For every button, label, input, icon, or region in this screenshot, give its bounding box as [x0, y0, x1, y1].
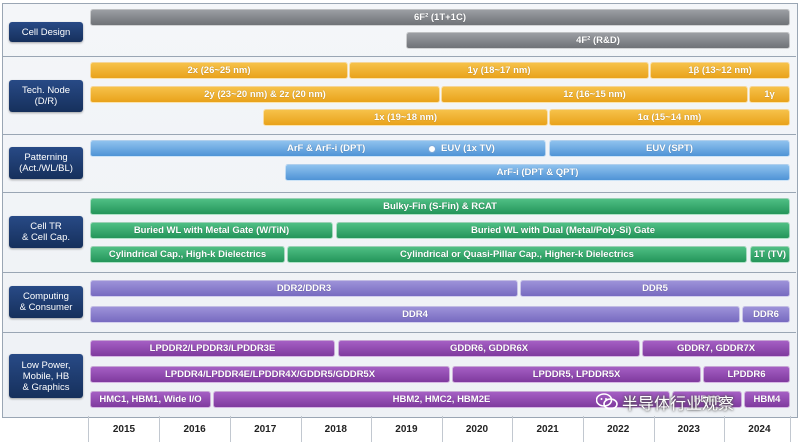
category-patterning: Patterning (Act./WL/BL) — [9, 147, 83, 179]
bar-node-2x: 2x (26~25 nm) — [90, 62, 348, 79]
category-cell-design: Cell Design — [9, 22, 83, 42]
bar-node-1beta: 1β (13~12 nm) — [650, 62, 790, 79]
row-separator — [2, 332, 796, 333]
euv-marker-dot — [428, 145, 436, 153]
bar-ddr5: DDR5 — [520, 280, 790, 297]
year-label-2021: 2021 — [536, 424, 559, 435]
year-divider — [582, 416, 584, 442]
bar-lpddr5: LPDDR5, LPDDR5X — [452, 366, 701, 383]
watermark-text: 半导体行业观察 — [622, 396, 735, 413]
bar-node-1gamma: 1γ — [749, 86, 790, 103]
year-label-2020: 2020 — [465, 424, 489, 435]
bar-node-1y: 1y (18~17 nm) — [349, 62, 649, 79]
axis-divider — [88, 416, 89, 442]
bar-ddr2-ddr3: DDR2/DDR3 — [90, 280, 518, 297]
bar-gddr7: GDDR7, GDDR7X — [642, 340, 790, 357]
year-label-2018: 2018 — [324, 424, 347, 435]
category-computing: Computing & Consumer — [9, 286, 83, 318]
bar-hbm2-group: HBM2, HMC2, HBM2E — [213, 391, 670, 408]
bar-lpddr4-group: LPDDR4/LPDDR4E/LPDDR4X/GDDR5/GDDR5X — [90, 366, 450, 383]
watermark: 半导体行业观察 — [596, 391, 734, 413]
year-divider — [371, 416, 373, 442]
bar-arfi-dpt-qpt: ArF-i (DPT & QPT) — [285, 164, 790, 181]
bar-buried-wl-dual: Buried WL with Dual (Metal/Poly-Si) Gate — [336, 222, 790, 239]
year-divider — [300, 416, 302, 442]
axis-divider — [790, 416, 791, 442]
bar-6f2-1t1c: 6F² (1T+1C) — [90, 9, 790, 26]
row-separator — [2, 134, 796, 135]
year-label-2017: 2017 — [254, 424, 277, 435]
bar-arf-dpt: ArF & ArF-i (DPT) EUV (1x TV) — [90, 140, 546, 157]
category-tech-node: Tech. Node (D/R) — [9, 80, 83, 112]
year-label-2016: 2016 — [183, 424, 206, 435]
bar-hbm4: HBM4 — [744, 391, 790, 408]
year-label-2015: 2015 — [112, 424, 136, 435]
arf-dpt-label: ArF & ArF-i (DPT) — [287, 143, 366, 154]
wechat-icon — [596, 393, 618, 410]
year-divider — [653, 416, 655, 442]
bar-lpddr2-3: LPDDR2/LPDDR3/LPDDR3E — [90, 340, 335, 357]
category-cell-tr: Cell TR & Cell Cap. — [9, 216, 83, 248]
bar-4f2-rd: 4F² (R&D) — [406, 32, 790, 49]
year-label-2023: 2023 — [677, 424, 700, 435]
bar-node-1z: 1z (16~15 nm) — [441, 86, 748, 103]
bar-node-1alpha: 1α (15~14 nm) — [549, 109, 790, 126]
bar-bulky-fin: Bulky-Fin (S-Fin) & RCAT — [90, 198, 790, 215]
year-divider — [159, 416, 161, 442]
category-low-power: Low Power, Mobile, HB & Graphics — [9, 354, 83, 398]
row-separator — [2, 272, 796, 273]
bar-hbm3: HBM3 — [672, 391, 742, 408]
year-label-2022: 2022 — [607, 424, 630, 435]
year-divider — [512, 416, 514, 442]
row-separator — [2, 192, 796, 193]
year-divider — [229, 416, 231, 442]
bar-buried-wl-metal: Buried WL with Metal Gate (W/TiN) — [90, 222, 333, 239]
bar-node-2y-2z: 2y (23~20 nm) & 2z (20 nm) — [90, 86, 440, 103]
bar-gddr6: GDDR6, GDDR6X — [338, 340, 640, 357]
bar-cylindrical-quasi: Cylindrical or Quasi-Pillar Cap., Higher… — [287, 246, 747, 263]
bar-cylindrical-cap: Cylindrical Cap., High-k Dielectrics — [90, 246, 285, 263]
bar-hmc1-hbm1: HMC1, HBM1, Wide I/O — [90, 391, 211, 408]
year-divider — [724, 416, 726, 442]
bar-ddr4: DDR4 — [90, 306, 740, 323]
bar-1t-tv: 1T (TV) — [750, 246, 790, 263]
year-label-2024: 2024 — [748, 424, 771, 435]
bar-euv-spt: EUV (SPT) — [549, 140, 790, 157]
year-label-2019: 2019 — [395, 424, 418, 435]
bar-node-1x: 1x (19~18 nm) — [263, 109, 548, 126]
euv-1xtv-label: EUV (1x TV) — [441, 143, 495, 154]
year-divider — [441, 416, 443, 442]
bar-ddr6: DDR6 — [742, 306, 790, 323]
row-separator — [2, 56, 796, 57]
bar-lpddr6: LPDDR6 — [703, 366, 790, 383]
